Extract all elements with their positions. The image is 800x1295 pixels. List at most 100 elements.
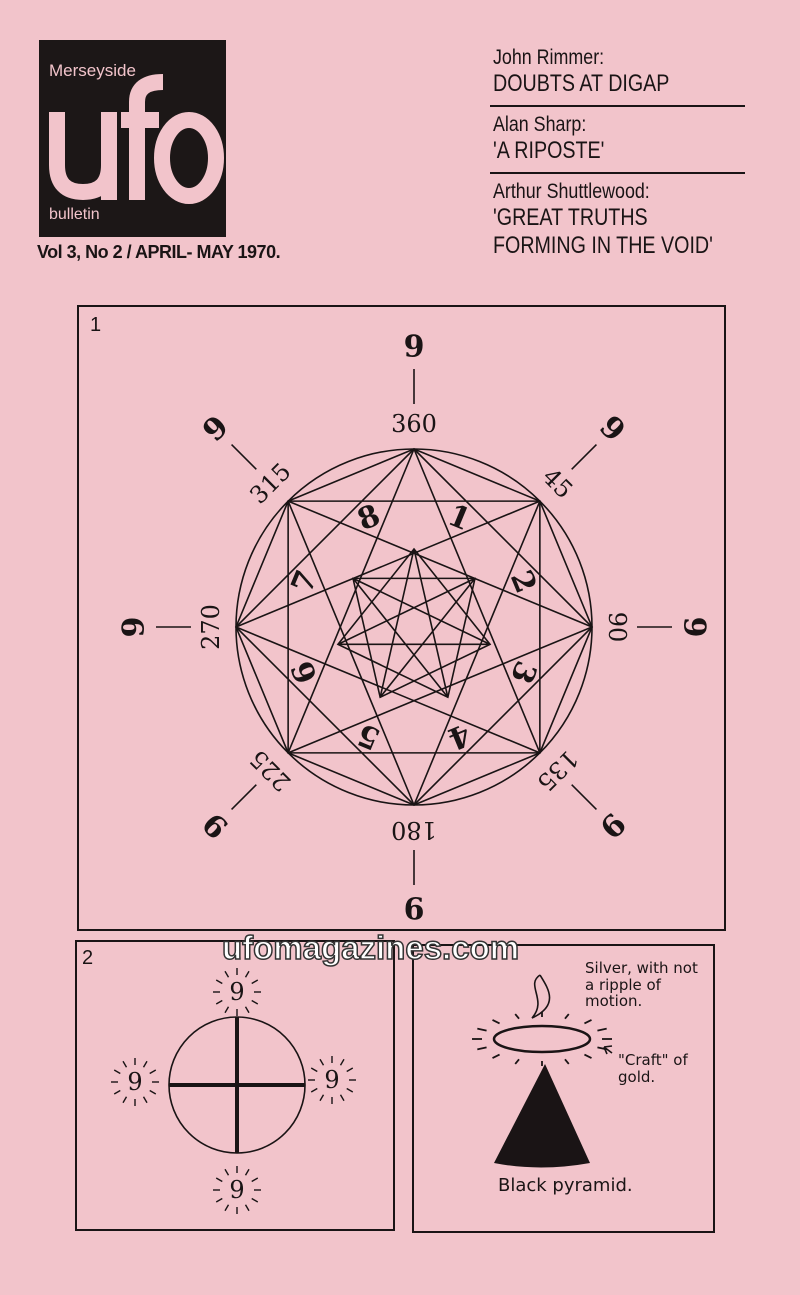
masthead-line1: Merseyside [49,61,136,80]
sun-ray [339,1094,345,1102]
sun-ray [149,1069,157,1075]
contents-item: John Rimmer: DOUBTS AT DIGAP [490,44,745,107]
sun-ray [224,1204,230,1212]
glow-ray [584,1053,592,1059]
masthead-logo: Merseyside bulletin [39,40,226,237]
glow-ray [477,1027,487,1032]
logo-letter-f [121,74,164,200]
sun-ray [224,970,230,978]
inner-number: 6 [285,656,325,689]
sun-label-9: 9 [324,1066,339,1094]
star-line [413,448,541,754]
figure-3-frame [412,944,715,1233]
craft-note: "Craft" of gold. [618,1051,688,1086]
article-title: 'GREAT TRUTHS FORMING IN THE VOID' [493,203,713,260]
inner-number: 7 [285,566,325,599]
sun-ray [113,1069,121,1075]
sun-ray [224,1168,230,1176]
figure-2-frame [75,940,395,1231]
sun-ray [319,1058,325,1066]
sun-ray [339,1058,345,1066]
article-author: Alan Sharp: [493,112,587,136]
sun-label-9: 9 [127,1068,142,1096]
square [287,500,541,754]
sun-ray [244,1006,250,1014]
degree-label: 90 [603,612,631,643]
sun-label-9: 9 [229,1176,244,1204]
star-line [235,626,541,754]
arrow-label-9: 9 [117,617,152,638]
ufo-logo-lettering [49,74,224,204]
arrow-line [231,444,257,470]
sun-ray [149,1089,157,1095]
star-line [413,500,541,806]
sun-ray [346,1067,354,1073]
glow-ray [514,1013,520,1020]
article-author: John Rimmer: [493,46,605,69]
arrow-line [571,784,597,810]
arrow-label-9: 9 [196,409,236,449]
glow-ray [564,1058,570,1065]
pyramid-note: Black pyramid. [498,1175,633,1196]
star-line [287,448,415,754]
arrow-label-9: 9 [592,409,632,449]
degree-label: 360 [391,410,437,438]
sun-ray [251,1197,259,1203]
figure-1-frame [77,305,726,931]
degree-label: 180 [391,816,437,844]
sun-ray [113,1089,121,1095]
arrow-label-9: 9 [677,617,712,638]
arrow-label-9: 9 [404,330,425,365]
heptagram [337,548,491,698]
article-title: DOUBTS AT DIGAP [493,70,670,97]
sun-ray [244,1168,250,1176]
logo-letter-o [154,112,224,204]
star-line [287,626,593,754]
sun-ray [122,1096,128,1104]
article-author: Arthur Shuttlewood: [493,179,650,203]
inner-number: 4 [443,716,476,756]
heptagram [336,547,492,699]
glow-ray [492,1053,500,1059]
inner-number: 1 [443,498,476,538]
sun-ray [215,1177,223,1183]
craft-ellipse [492,1024,592,1054]
arrow-label-9: 9 [196,805,236,845]
glow-ray [564,1013,570,1020]
sun-ray [142,1060,148,1068]
sun-ray [310,1067,318,1073]
figure-1-number: 1 [90,314,102,336]
sun-ray [244,970,250,978]
sun-label-9: 9 [229,978,244,1006]
inner-number: 8 [353,498,386,538]
figure-2-number: 2 [82,947,94,969]
degree-label: 270 [197,604,225,650]
silver-note: Silver, with not a ripple of motion. [585,959,698,1010]
sun-ray [251,979,259,985]
arrow-label-9: 9 [592,805,632,845]
inner-number: 3 [503,656,543,689]
sun-ray [122,1060,128,1068]
glow-ray [492,1019,500,1025]
sun-ray [319,1094,325,1102]
sun-ray [215,999,223,1005]
glow-ray [514,1058,520,1065]
sun-ray [244,1204,250,1212]
arrow-label-9: 9 [404,890,425,925]
article-title: 'A RIPOSTE' [493,136,605,164]
craft-arrow [603,1045,613,1055]
inner-number: 2 [503,566,543,599]
sun-ray [251,999,259,1005]
sun-ray [215,1197,223,1203]
sun-ray [142,1096,148,1104]
star-line [287,500,415,806]
arrow-line [571,444,597,470]
sun-ray [251,1177,259,1183]
smoke-swirl [531,974,551,1019]
star-line [287,500,593,628]
logo-letter-u [49,112,117,201]
contents-item: Alan Sharp: 'A RIPOSTE' [490,111,745,174]
glow-ray [477,1046,487,1051]
contents-list: John Rimmer: DOUBTS AT DIGAP Alan Sharp:… [490,44,745,271]
